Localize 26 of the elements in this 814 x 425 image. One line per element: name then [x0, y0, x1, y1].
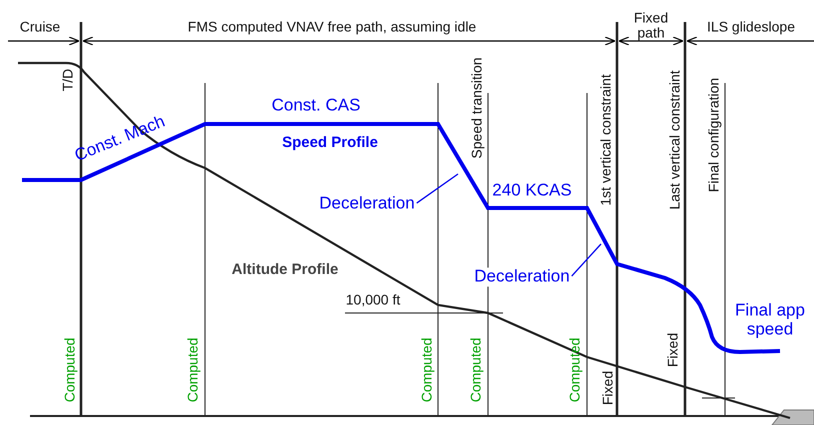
- waypoint-label: Last vertical constraint: [667, 70, 683, 210]
- altitude-value-label: 10,000 ft: [346, 292, 400, 308]
- constraint-type-label: Computed: [567, 338, 583, 402]
- constraint-type-label: Computed: [185, 338, 201, 402]
- constraint-type-label: Computed: [419, 338, 435, 402]
- phase-label: Cruise: [20, 19, 60, 35]
- callout-label: Deceleration: [474, 268, 570, 286]
- phase-label: ILS glideslope: [707, 19, 795, 35]
- speed-segment-label: Final app speed: [734, 301, 806, 339]
- phase-label: FMS computed VNAV free path, assuming idle: [188, 19, 476, 35]
- profile-title: Altitude Profile: [232, 262, 338, 278]
- speed-segment-label: 240 KCAS: [492, 182, 572, 200]
- constraint-type-label: Fixed: [665, 332, 681, 368]
- waypoint-label: Speed transition: [469, 57, 485, 159]
- constraint-type-label: Fixed: [600, 370, 616, 406]
- phase-label: Fixed path: [632, 10, 670, 42]
- waypoint-label: 1st vertical constraint: [598, 74, 614, 206]
- waypoint-label: T/D: [60, 68, 76, 92]
- profile-title: Speed Profile: [282, 134, 378, 152]
- waypoint-label: Final configuration: [706, 78, 722, 192]
- speed-segment-label: Const. CAS: [272, 96, 360, 116]
- leader-line: [416, 173, 458, 204]
- speed-segment-label: Const. Mach: [72, 112, 168, 166]
- constraint-type-label: Computed: [62, 338, 78, 402]
- constraint-type-label: Computed: [468, 338, 484, 402]
- leader-line: [571, 244, 602, 276]
